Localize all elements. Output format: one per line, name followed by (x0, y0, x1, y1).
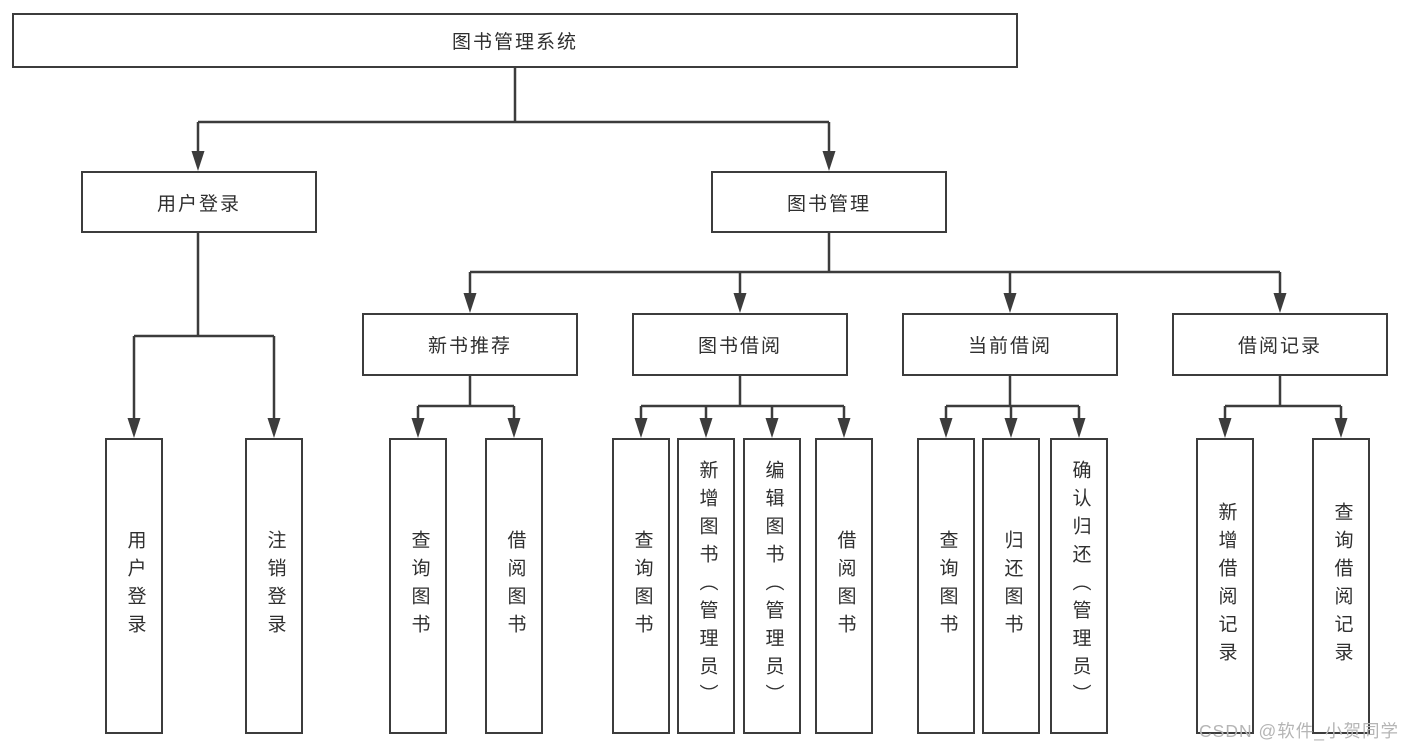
leaf-borrow-books-1: 借阅图书 (485, 438, 543, 734)
arrowhead (191, 151, 205, 171)
node-label: 借阅记录 (1237, 336, 1322, 357)
node-label: 当前借阅 (967, 336, 1052, 357)
arrowhead (837, 418, 851, 438)
arrowhead (634, 418, 648, 438)
leaf-label: 借阅图书 (834, 530, 856, 642)
arrowhead (733, 293, 747, 313)
leaf-label: 新增图书（管理员） (696, 460, 718, 712)
arrowhead (1003, 293, 1017, 313)
leaf-borrow-books-2: 借阅图书 (815, 438, 873, 734)
node-book-management: 图书管理 (711, 171, 947, 233)
leaf-logout: 注销登录 (245, 438, 303, 734)
leaf-label: 确认归还（管理员） (1069, 460, 1091, 712)
node-label: 图书借阅 (697, 336, 782, 357)
arrowhead (1218, 418, 1232, 438)
leaf-add-borrow-record: 新增借阅记录 (1196, 438, 1254, 734)
leaf-label: 编辑图书（管理员） (762, 460, 784, 712)
leaf-label: 用户登录 (124, 530, 146, 642)
node-borrowing-records: 借阅记录 (1172, 313, 1388, 376)
node-label: 新书推荐 (427, 336, 512, 357)
leaf-user-login: 用户登录 (105, 438, 163, 734)
arrowhead (1273, 293, 1287, 313)
leaf-query-books-1: 查询图书 (389, 438, 447, 734)
leaf-label: 查询图书 (408, 530, 430, 642)
arrowhead (699, 418, 713, 438)
arrowhead (411, 418, 425, 438)
node-user-login: 用户登录 (81, 171, 317, 233)
csdn-watermark: CSDN @软件_小贺同学 (1199, 721, 1399, 741)
node-label: 用户登录 (156, 193, 241, 215)
leaf-query-books-3: 查询图书 (917, 438, 975, 734)
arrowhead (822, 151, 836, 171)
node-label: 图书管理 (786, 193, 871, 215)
leaf-label: 注销登录 (264, 530, 286, 642)
arrowhead (939, 418, 953, 438)
leaf-edit-books-admin: 编辑图书（管理员） (743, 438, 801, 734)
leaf-confirm-return-admin: 确认归还（管理员） (1050, 438, 1108, 734)
arrowhead (1334, 418, 1348, 438)
leaf-label: 查询借阅记录 (1331, 502, 1353, 670)
arrowhead (1004, 418, 1018, 438)
arrowhead (267, 418, 281, 438)
node-book-borrowing: 图书借阅 (632, 313, 848, 376)
node-library-system-root: 图书管理系统 (12, 13, 1018, 68)
leaf-label: 查询图书 (631, 530, 653, 642)
leaf-add-books-admin: 新增图书（管理员） (677, 438, 735, 734)
leaf-label: 新增借阅记录 (1215, 502, 1237, 670)
node-current-borrowing: 当前借阅 (902, 313, 1118, 376)
leaf-query-books-2: 查询图书 (612, 438, 670, 734)
arrowhead (127, 418, 141, 438)
leaf-label: 查询图书 (936, 530, 958, 642)
node-new-book-recommend: 新书推荐 (362, 313, 578, 376)
leaf-query-borrow-record: 查询借阅记录 (1312, 438, 1370, 734)
leaf-label: 借阅图书 (504, 530, 526, 642)
leaf-label: 归还图书 (1001, 530, 1023, 642)
arrowhead (765, 418, 779, 438)
arrowhead (463, 293, 477, 313)
leaf-return-books: 归还图书 (982, 438, 1040, 734)
arrowhead (1072, 418, 1086, 438)
arrowhead (507, 418, 521, 438)
node-label: 图书管理系统 (451, 32, 578, 53)
